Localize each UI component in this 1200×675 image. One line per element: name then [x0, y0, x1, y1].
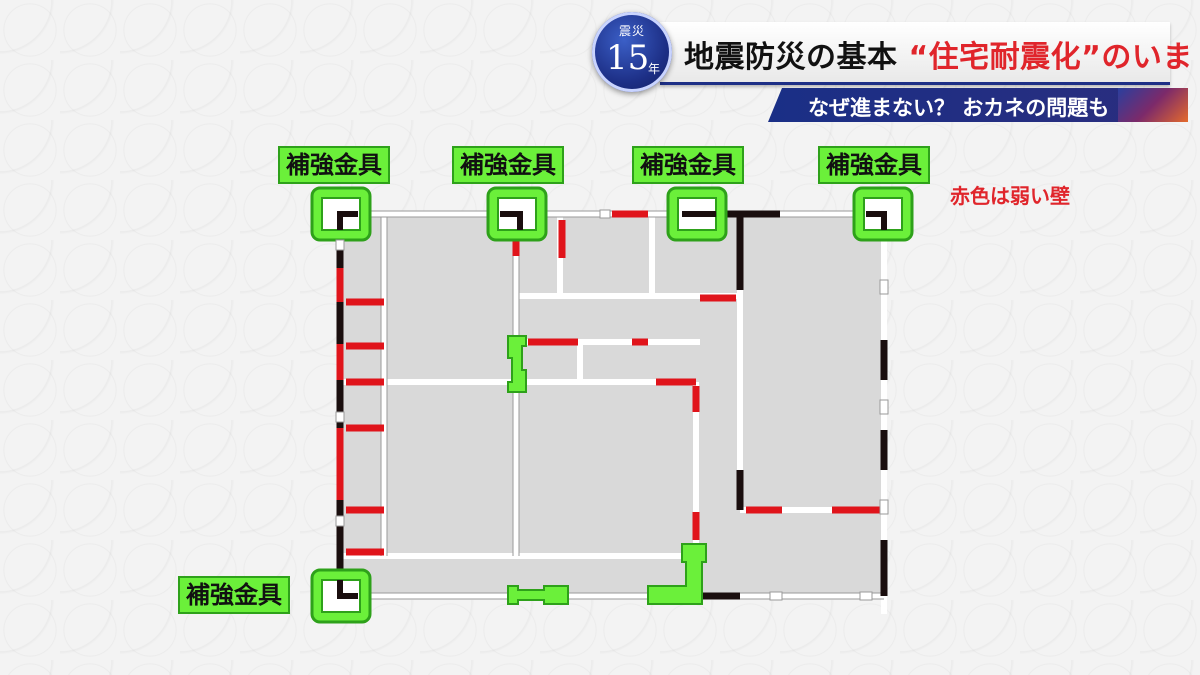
- subtitle-banner: なぜ進まない？ おカネの問題も: [768, 88, 1188, 122]
- title-suffix: のいま: [1101, 40, 1193, 75]
- logo-number: 15: [606, 38, 650, 78]
- banner-accent: [1118, 88, 1188, 122]
- bracket-corner-marks: [337, 211, 887, 599]
- bracket-callout-5: 補強金具: [178, 576, 290, 614]
- title-highlight: “住宅耐震化”: [908, 40, 1102, 75]
- weak-wall-legend: 赤色は弱い壁: [950, 184, 1070, 208]
- earthquake-15-years-logo: 震災 15 年: [592, 12, 672, 92]
- title-banner: 地震防災の基本 “住宅耐震化”のいま: [660, 22, 1192, 85]
- logo-top-text: 震災: [618, 24, 645, 38]
- page-title: 地震防災の基本 “住宅耐震化”のいま: [684, 32, 1193, 76]
- floor-area: [339, 213, 885, 599]
- logo-suffix: 年: [648, 62, 661, 76]
- weak-walls: [336, 210, 880, 556]
- title-prefix: 地震防災の基本: [684, 40, 898, 75]
- bracket-callout-4: 補強金具: [818, 146, 930, 184]
- wall-openings: [335, 209, 889, 601]
- bracket-callout-1: 補強金具: [278, 146, 390, 184]
- subtitle-text: なぜ進まない？ おカネの問題も: [808, 96, 1110, 120]
- bracket-callout-2: 補強金具: [452, 146, 564, 184]
- bracket-callout-3: 補強金具: [632, 146, 744, 184]
- hold-down-hardware: [507, 335, 707, 605]
